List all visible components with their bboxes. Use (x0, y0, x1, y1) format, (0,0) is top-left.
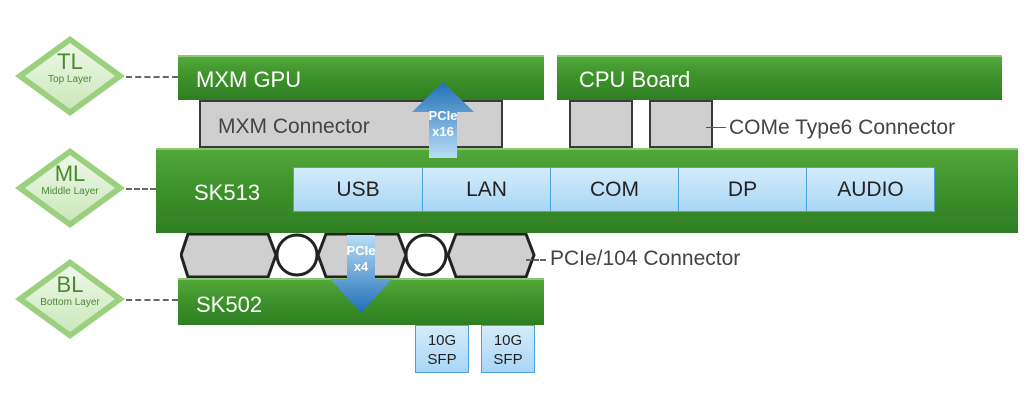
sfp-2-line2: SFP (493, 351, 523, 368)
pcie-x16-line1: PCIe (428, 108, 458, 123)
pcie104-ring-2 (404, 233, 448, 277)
come-connector-label: COMe Type6 Connector (729, 116, 956, 139)
pcie-x16-arrow-icon (412, 82, 474, 158)
pcie-x4-line1: PCIe (346, 243, 376, 258)
pcie-x16-line2: x16 (432, 124, 454, 139)
pcie104-ring-1 (275, 233, 319, 277)
layer-ml-name: Middle Layer (41, 186, 99, 197)
pcie104-leader (526, 259, 546, 261)
layer-diamonds (15, 36, 125, 339)
sfp-module-2: 10G SFP (481, 325, 535, 373)
pcie104-block-3 (446, 233, 536, 278)
come-connector-left (569, 100, 633, 148)
sfp-1-line2: SFP (427, 351, 457, 368)
sk513-label: SK513 (194, 180, 261, 205)
layer-ml-abbr: ML (54, 161, 86, 186)
interface-strip: USB LAN COM DP AUDIO (293, 167, 935, 212)
layer-ml: ML Middle Layer (25, 162, 115, 198)
sfp-module-1: 10G SFP (415, 325, 469, 373)
layer-tl: TL Top Layer (25, 50, 115, 86)
pcie104-connector (180, 233, 536, 278)
bl-leader (126, 299, 178, 301)
cpu-board-label: CPU Board (579, 67, 691, 92)
pcie-x4-arrow-icon (330, 235, 392, 313)
pcie-x16-label: PCIe x16 (413, 108, 473, 140)
interface-usb: USB (294, 168, 423, 211)
layer-tl-abbr: TL (57, 49, 83, 74)
pcie-x4-line2: x4 (353, 259, 369, 274)
interface-com: COM (551, 168, 679, 211)
sfp-1-line1: 10G (427, 332, 457, 349)
come-leader (706, 127, 726, 128)
mxm-connector-label: MXM Connector (218, 115, 370, 138)
cpu-board: CPU Board (557, 55, 1002, 100)
pcie104-block-1 (180, 233, 278, 278)
interface-dp: DP (679, 168, 807, 211)
tl-leader (126, 76, 178, 78)
layer-tl-name: Top Layer (48, 74, 92, 85)
diamond-tl-icon (15, 36, 125, 116)
pcie-x4-label: PCIe x4 (331, 243, 391, 275)
mxm-gpu-board: MXM GPU (178, 55, 544, 100)
diamond-bl-icon (15, 259, 125, 339)
mxm-gpu-label: MXM GPU (196, 67, 302, 92)
ml-leader (126, 188, 156, 190)
diamond-ml-icon (15, 148, 125, 228)
layer-bl-abbr: BL (56, 272, 84, 297)
interface-lan: LAN (423, 168, 551, 211)
layer-bl-name: Bottom Layer (40, 297, 100, 308)
sk502-label: SK502 (196, 292, 263, 317)
interface-audio: AUDIO (807, 168, 934, 211)
pcie104-connector-label: PCIe/104 Connector (550, 247, 741, 270)
layer-bl: BL Bottom Layer (25, 273, 115, 309)
come-connector-right (649, 100, 713, 148)
sfp-2-line1: 10G (493, 332, 523, 349)
